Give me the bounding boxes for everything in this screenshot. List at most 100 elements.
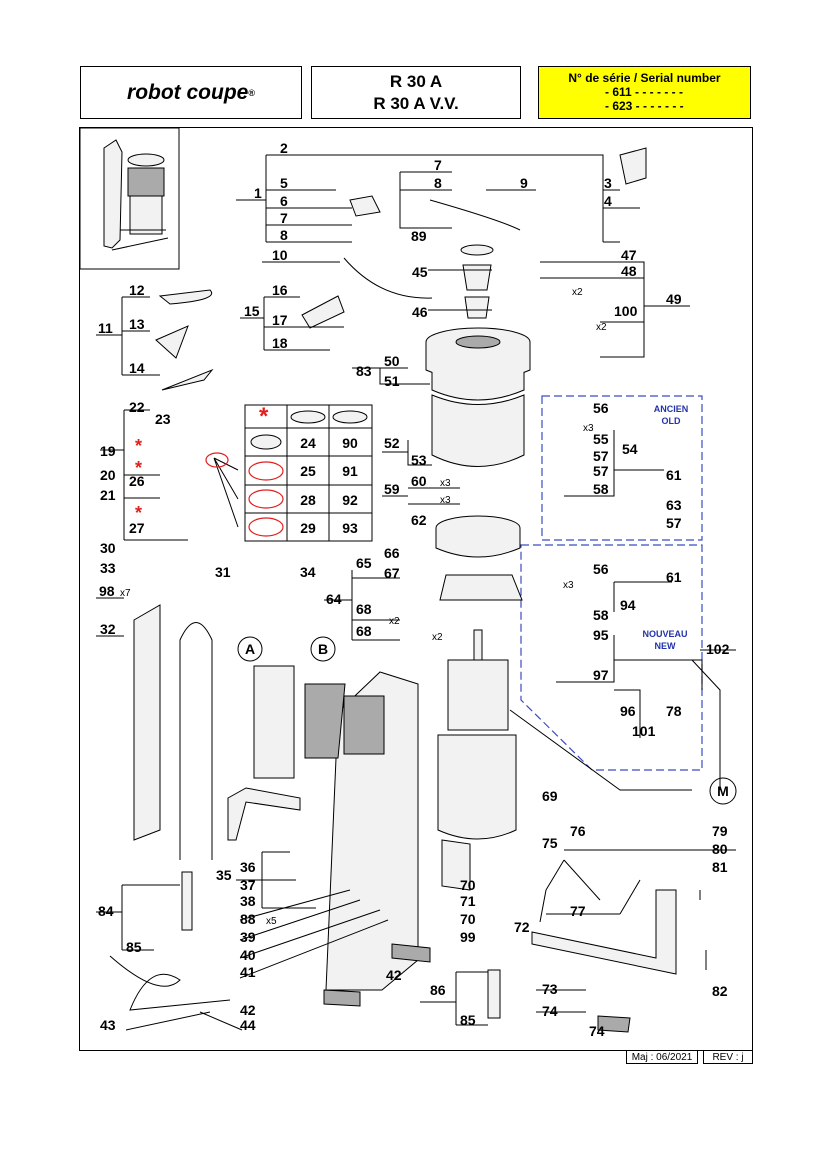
model-line-2: R 30 A V.V. (373, 93, 459, 113)
label: 48 (621, 263, 637, 279)
label: 41 (240, 964, 256, 980)
label: 57 (593, 448, 609, 464)
label: 76 (570, 823, 586, 839)
robot-coupe-logo: robot coupe® (80, 66, 302, 119)
label: 42 (386, 967, 402, 983)
table-28: 28 (300, 492, 316, 508)
label: 85 (126, 939, 142, 955)
label: 74 (589, 1023, 605, 1039)
label: 9 (520, 175, 528, 191)
new-label-fr: NOUVEAU (642, 629, 687, 639)
label: 56 (593, 400, 609, 416)
quantity-labels: x3 x3 x3 x3 x2 x2 x2 x2 x5 x7 (120, 287, 607, 927)
label: 74 (542, 1003, 558, 1019)
label: 80 (712, 841, 728, 857)
label: 68 (356, 601, 372, 617)
label: 78 (666, 703, 682, 719)
table-91: 91 (342, 463, 358, 479)
serial-label: N° de série / Serial number (568, 71, 721, 85)
label: 47 (621, 247, 637, 263)
label: 66 (384, 545, 400, 561)
label: 73 (542, 981, 558, 997)
label: 69 (542, 788, 558, 804)
parts-drawings (109, 147, 677, 1033)
label: 31 (215, 564, 231, 580)
label: 20 (100, 467, 116, 483)
label: 42 (240, 1002, 256, 1018)
red-asterisks: * * * (135, 436, 142, 523)
table-93: 93 (342, 520, 358, 536)
label: 39 (240, 929, 256, 945)
label: 52 (384, 435, 400, 451)
label: 35 (216, 867, 232, 883)
label: 70 (460, 877, 476, 893)
model-line-1: R 30 A (389, 71, 443, 91)
letter-m: M (717, 783, 729, 799)
qty-x3: x3 (563, 580, 574, 591)
label: 63 (666, 497, 682, 513)
label: 11 (98, 320, 113, 336)
label: 94 (620, 597, 636, 613)
qty-x2: x2 (572, 287, 583, 298)
label: 36 (240, 859, 256, 875)
label: 100 (614, 303, 638, 319)
new-group-box (520, 544, 703, 771)
qty-x3: x3 (440, 495, 451, 506)
label: 50 (384, 353, 400, 369)
leader-lines (96, 154, 736, 1031)
label: 95 (593, 627, 609, 643)
label: 7 (434, 157, 442, 173)
label: 59 (384, 481, 400, 497)
label: 4 (604, 193, 612, 209)
part-labels: 2 1 3 4 5 6 7 8 7 8 9 89 10 45 46 47 48 … (98, 140, 730, 1039)
table-90: 90 (342, 435, 358, 451)
label: 81 (712, 859, 728, 875)
label: 72 (514, 919, 530, 935)
label: 58 (593, 481, 609, 497)
qty-x2: x2 (432, 632, 443, 643)
table-92: 92 (342, 492, 358, 508)
label: 84 (98, 903, 114, 919)
label: 32 (100, 621, 116, 637)
label: 67 (384, 565, 400, 581)
label: 30 (100, 540, 116, 556)
label: 40 (240, 947, 256, 963)
label: 89 (411, 228, 427, 244)
label: 56 (593, 561, 609, 577)
registered-mark: ® (248, 87, 255, 98)
logo-text: robot coupe (127, 80, 249, 104)
label: 77 (570, 903, 586, 919)
label: 6 (280, 193, 288, 209)
label: 55 (593, 431, 609, 447)
label: 5 (280, 175, 288, 191)
label: 71 (460, 893, 476, 909)
label: 13 (129, 316, 145, 332)
label: 33 (100, 560, 116, 576)
old-label-en: OLD (662, 416, 681, 426)
label: 65 (356, 555, 372, 571)
table-25: 25 (300, 463, 316, 479)
machine-thumbnail (79, 127, 180, 270)
letter-b: B (318, 641, 328, 657)
label: 21 (100, 487, 116, 503)
label: 34 (300, 564, 316, 580)
old-group-box (541, 395, 703, 541)
qty-x3: x3 (583, 423, 594, 434)
label: 98 (99, 583, 115, 599)
label: 86 (430, 982, 446, 998)
label: 27 (129, 520, 145, 536)
label: 8 (280, 227, 288, 243)
label: 102 (706, 641, 730, 657)
new-label-en: NEW (655, 641, 677, 651)
label: 16 (272, 282, 288, 298)
serial-611: - 611 - - - - - - - (605, 85, 683, 99)
label: 70 (460, 911, 476, 927)
disc-table: * 24 90 25 91 28 92 29 93 (205, 403, 373, 542)
label: 23 (155, 411, 171, 427)
label: 8 (434, 175, 442, 191)
table-29: 29 (300, 520, 316, 536)
label: 22 (129, 399, 145, 415)
label: 85 (460, 1012, 476, 1028)
label: 2 (280, 140, 288, 156)
label: 82 (712, 983, 728, 999)
